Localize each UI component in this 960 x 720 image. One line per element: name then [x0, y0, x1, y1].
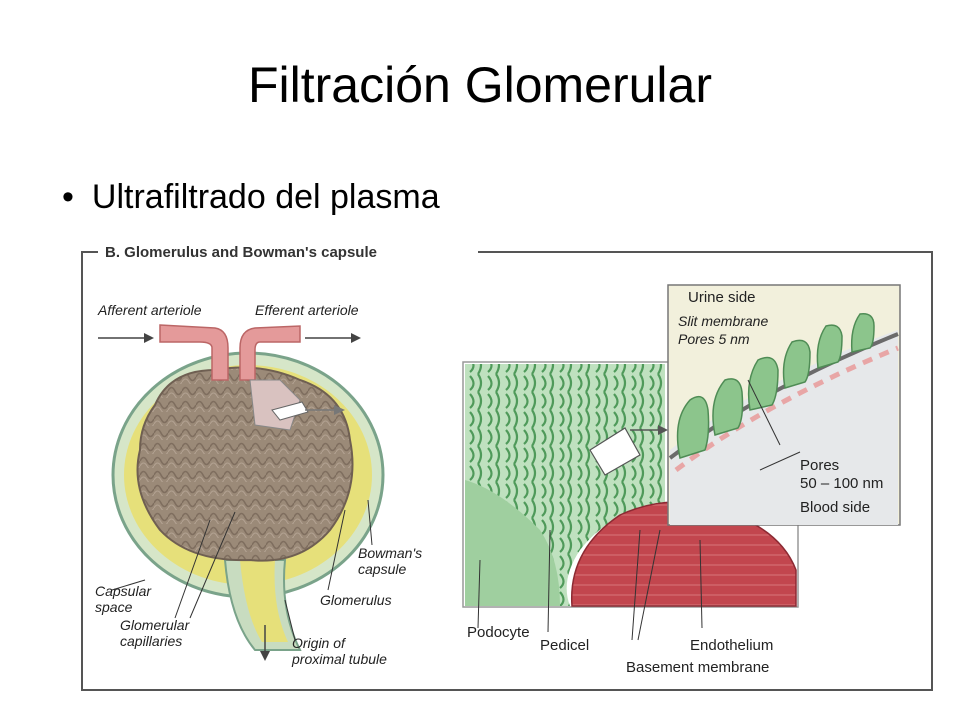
- slide-title: Filtración Glomerular: [247, 57, 712, 113]
- label-bowmans-capsule-1: Bowman's: [358, 545, 422, 561]
- label-bowmans-capsule-2: capsule: [358, 561, 406, 577]
- label-origin-1: Origin of: [292, 635, 347, 651]
- label-glomerular-capillaries-2: capillaries: [120, 633, 182, 649]
- label-pores-5nm: Pores 5 nm: [678, 331, 750, 347]
- label-pedicel: Pedicel: [540, 637, 589, 654]
- bullet-dot: •: [62, 178, 74, 216]
- filtration-barrier-inset: [667, 284, 901, 526]
- bullet-text: Ultrafiltrado del plasma: [91, 178, 440, 216]
- kidney-figure: B. Glomerulus and Bowman's capsule Af: [0, 230, 960, 720]
- label-afferent-arteriole: Afferent arteriole: [97, 302, 202, 318]
- label-glomerulus: Glomerulus: [320, 592, 392, 608]
- glomerulus-illustration: [98, 324, 385, 661]
- glomerulus-diagram: B. Glomerulus and Bowman's capsule Af: [81, 244, 933, 691]
- label-capsular-space-1: Capsular: [95, 583, 152, 599]
- label-podocyte: Podocyte: [467, 624, 530, 641]
- bullet-point: • Ultrafiltrado del plasma: [62, 175, 440, 219]
- label-basement-membrane: Basement membrane: [626, 659, 769, 676]
- label-capsular-space-2: space: [95, 599, 133, 615]
- figure-header: B. Glomerulus and Bowman's capsule: [105, 244, 377, 261]
- label-blood-side: Blood side: [800, 499, 870, 516]
- label-origin-2: proximal tubule: [291, 651, 387, 667]
- label-glomerular-capillaries-1: Glomerular: [120, 617, 191, 633]
- podocyte-illustration: [462, 361, 799, 641]
- label-endothelium: Endothelium: [690, 637, 773, 654]
- label-efferent-arteriole: Efferent arteriole: [255, 302, 359, 318]
- label-slit-membrane: Slit membrane: [678, 313, 768, 329]
- label-urine-side: Urine side: [688, 289, 756, 306]
- figure-frame: [81, 251, 933, 691]
- label-pores-size: 50 – 100 nm: [800, 475, 883, 492]
- label-pores: Pores: [800, 457, 839, 474]
